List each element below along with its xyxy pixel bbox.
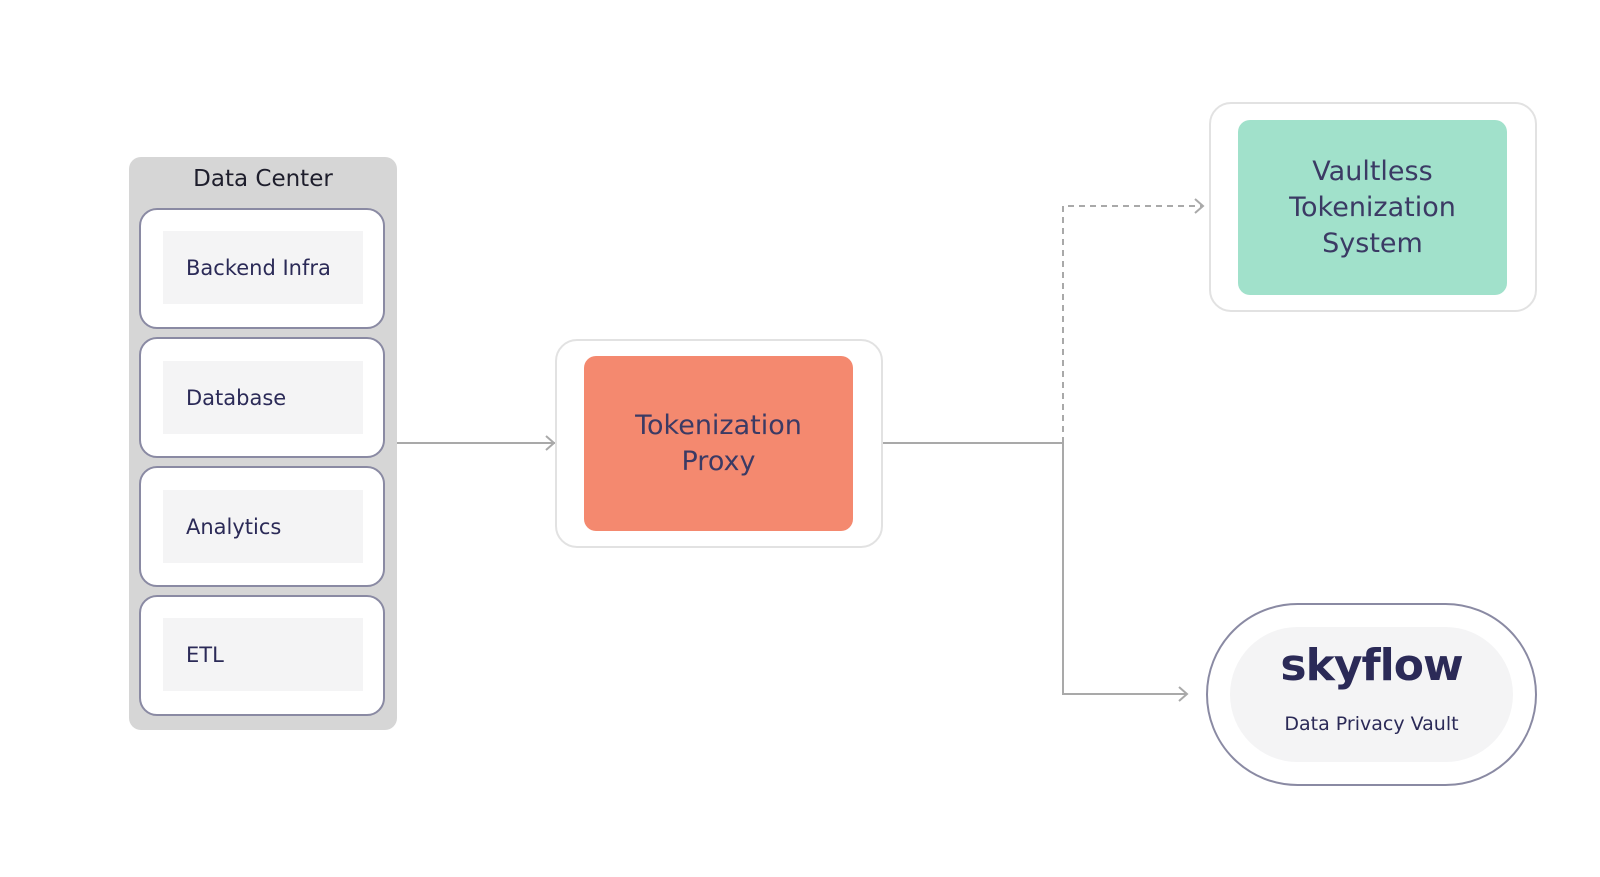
tokenization-proxy-node[interactable]: Tokenization Proxy — [584, 356, 853, 531]
node-analytics-label: Analytics — [163, 490, 363, 563]
skyflow-vault-inner — [1230, 627, 1513, 762]
edge-junction-to-vaultless — [1062, 205, 1203, 443]
node-database-label: Database — [163, 361, 363, 434]
data-center-title: Data Center — [193, 166, 333, 192]
skyflow-subtitle: Data Privacy Vault — [1284, 713, 1459, 735]
arrowhead-skyflow — [1178, 686, 1189, 702]
vaultless-tokenization-node[interactable]: Vaultless Tokenization System — [1238, 120, 1507, 295]
arrowhead-proxy — [545, 435, 556, 451]
node-backend-infra-label: Backend Infra — [163, 231, 363, 304]
arrowhead-vaultless — [1194, 198, 1205, 214]
edge-junction-to-skyflow — [1062, 443, 1187, 695]
node-etl-label: ETL — [163, 618, 363, 691]
skyflow-logo: skyflow — [1280, 640, 1463, 691]
